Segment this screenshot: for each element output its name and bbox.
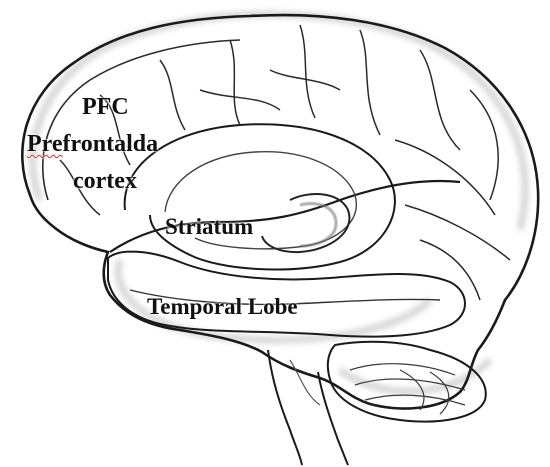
lateral-sulcus [110, 181, 460, 252]
limbic-loop [125, 124, 395, 269]
brainstem-outline [268, 350, 348, 465]
label-temporal-lobe: Temporal Lobe [147, 295, 298, 318]
label-prefrontalda-rest: frontalda [63, 131, 159, 157]
label-striatum: Striatum [165, 215, 253, 238]
brainstem-curve [290, 360, 320, 405]
striatum-shadow [300, 204, 336, 246]
label-prefrontalda: Prefrontalda [27, 132, 158, 156]
label-cortex: cortex [73, 169, 137, 193]
spellcheck-underline-segment: Pre [27, 131, 63, 157]
label-pfc: PFC [82, 95, 129, 119]
gyri-lines [60, 25, 510, 300]
